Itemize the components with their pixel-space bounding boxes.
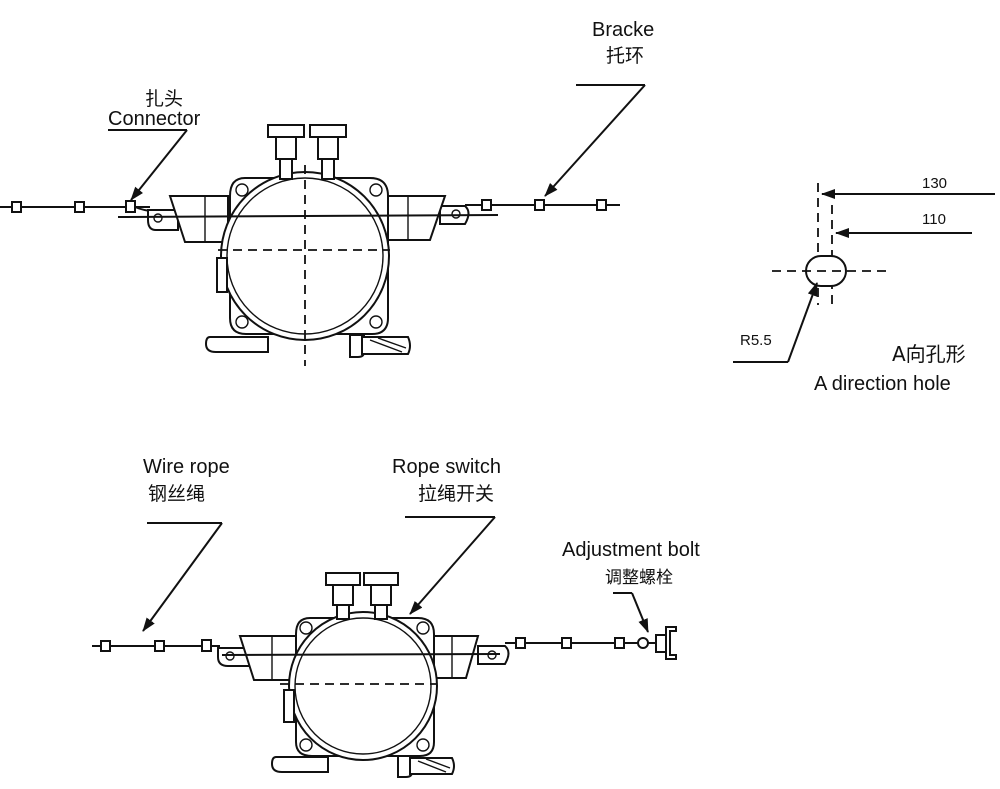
rope-clip bbox=[154, 640, 165, 652]
bracke-label-en: Bracke bbox=[592, 19, 654, 41]
wire-rope-callout: Wire rope 钢丝绳 bbox=[142, 456, 230, 632]
radius-text: R5.5 bbox=[740, 332, 772, 349]
left-lever-pin bbox=[225, 651, 235, 661]
left-lever-pin bbox=[153, 213, 163, 223]
bottom-switch-assembly bbox=[92, 572, 677, 778]
gland-stem bbox=[321, 158, 335, 180]
top-switch-assembly bbox=[0, 124, 620, 366]
bottom-housing-circle bbox=[288, 611, 438, 761]
side-box bbox=[283, 689, 295, 723]
gland-stem bbox=[374, 604, 388, 620]
dim-130-text: 130 bbox=[922, 175, 947, 192]
wire-rope-leader-arrow bbox=[142, 522, 223, 632]
right-lever-pin bbox=[451, 209, 461, 219]
top-tension-line bbox=[117, 214, 499, 218]
corner-bolt bbox=[416, 738, 430, 752]
adjustment-bolt-callout: Adjustment bolt 调整螺栓 bbox=[562, 539, 700, 633]
gland-cap bbox=[309, 124, 347, 138]
corner-bolt bbox=[369, 315, 383, 329]
left-foot bbox=[270, 756, 329, 773]
rope-switch-label-cn: 拉绳开关 bbox=[418, 483, 494, 505]
rope-clip bbox=[515, 637, 526, 649]
gland-cap bbox=[267, 124, 305, 138]
bracke-leader-arrow bbox=[544, 84, 646, 197]
rope-clip bbox=[100, 640, 111, 652]
corner-bolt bbox=[416, 621, 430, 635]
corner-bolt bbox=[235, 315, 249, 329]
gland-body bbox=[332, 584, 354, 606]
rope-clip bbox=[74, 201, 85, 213]
rope-switch-callout: Rope switch 拉绳开关 bbox=[392, 456, 501, 615]
rope-clip bbox=[201, 639, 212, 652]
connector-leader-arrow bbox=[130, 129, 188, 201]
connector-clip bbox=[125, 200, 136, 213]
left-wing bbox=[168, 195, 229, 243]
left-lever bbox=[147, 209, 179, 231]
gland-body bbox=[275, 136, 297, 160]
bolt-nut bbox=[655, 634, 667, 653]
bottom-housing-inner-circle bbox=[294, 617, 432, 755]
gland-stem bbox=[336, 604, 350, 620]
bolt-leader-arrow bbox=[631, 592, 649, 633]
bracke-clip bbox=[534, 199, 545, 211]
right-wing bbox=[429, 635, 480, 679]
rope-switch-leader-arrow bbox=[409, 516, 496, 615]
corner-bolt bbox=[235, 183, 249, 197]
rope-clip bbox=[481, 199, 492, 211]
rope-clip bbox=[596, 199, 607, 211]
rope-clip bbox=[614, 637, 625, 649]
connector-label-cn: 扎头 bbox=[145, 88, 183, 110]
foot-hatch bbox=[417, 758, 451, 773]
gland-body bbox=[317, 136, 339, 160]
gland-body bbox=[370, 584, 392, 606]
connector-callout: 扎头 Connector bbox=[108, 88, 201, 201]
gland-stem bbox=[279, 158, 293, 180]
left-foot bbox=[204, 336, 269, 353]
bracke-label-cn: 托环 bbox=[606, 45, 644, 67]
hole-detail: 130 110 R5.5 A向孔形 A direction hole bbox=[733, 175, 995, 395]
rope-clip bbox=[11, 201, 22, 213]
adjustment-bolt-label-en: Adjustment bolt bbox=[562, 539, 700, 561]
side-box bbox=[216, 257, 228, 293]
gland-cap bbox=[363, 572, 399, 586]
wire-rope-label-cn: 钢丝绳 bbox=[148, 483, 205, 505]
bracke-callout: Bracke 托环 bbox=[544, 19, 654, 197]
dim-110-text: 110 bbox=[922, 211, 946, 228]
corner-bolt bbox=[299, 738, 313, 752]
connector-label-en: Connector bbox=[108, 108, 201, 130]
gland-cap bbox=[325, 572, 361, 586]
bolt-bracket bbox=[665, 626, 677, 660]
rope-clip bbox=[561, 637, 572, 649]
rope-switch-label-en: Rope switch bbox=[392, 456, 501, 478]
corner-bolt bbox=[299, 621, 313, 635]
bottom-tension-line bbox=[221, 653, 501, 656]
hole-title-en: A direction hole bbox=[814, 373, 951, 395]
right-wing bbox=[384, 195, 447, 241]
hole-title-cn: A向孔形 bbox=[892, 342, 966, 366]
adjustment-bolt-label-cn: 调整螺栓 bbox=[605, 568, 673, 588]
radius-leader-arrow bbox=[787, 282, 818, 363]
foot-hatch bbox=[369, 337, 407, 353]
corner-bolt bbox=[369, 183, 383, 197]
adjustment-eye bbox=[637, 637, 649, 649]
wire-rope-label-en: Wire rope bbox=[143, 456, 230, 478]
left-wing bbox=[238, 635, 297, 681]
